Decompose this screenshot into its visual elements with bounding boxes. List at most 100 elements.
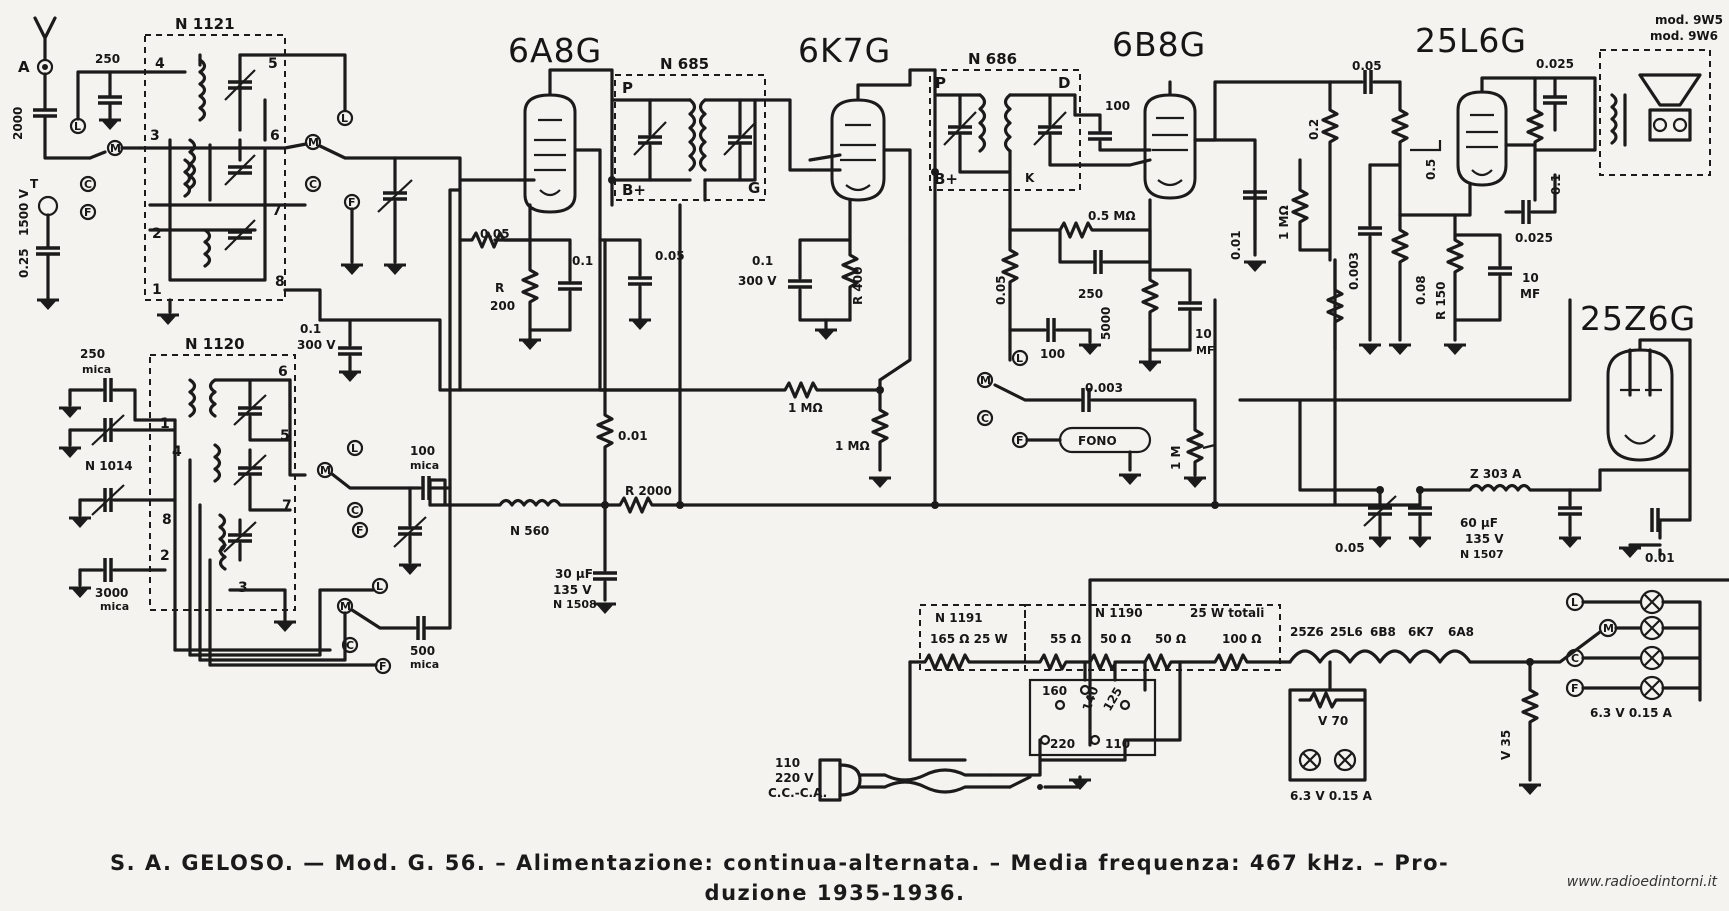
mf-label: MF [1196,344,1214,357]
c-01-300-label: 0.1 [300,322,321,336]
band-switch-left: L M C F 250 [69,52,152,221]
mica-c-label: mica [410,459,439,472]
v-135-b-label: 135 V [1465,532,1504,546]
rf-input-caps: 250 mica N 1014 3000 mica [57,347,177,613]
tube-6b8g-label: 6B8G [1112,25,1206,64]
switch-c-label: C [84,178,92,191]
mica-b-label: mica [100,600,129,613]
n685-label: N 685 [660,55,709,73]
pin-8: 8 [275,274,285,290]
n1121-label: N 1121 [175,15,235,33]
sw2-l: L [341,112,348,125]
pin-b2: 2 [160,548,170,564]
n1191-label: N 1191 [935,611,983,625]
sw2-c: C [309,178,317,191]
r-2000-label: R 2000 [625,484,672,498]
caption-line-2: duzione 1935-1936. [704,881,966,905]
heater-25l6-label: 25L6 [1330,625,1363,639]
n560-label: N 560 [510,524,549,538]
earth-input: T 0.25 1500 V [17,177,62,312]
heater-6k7-label: 6K7 [1408,625,1434,639]
sw3-m: M [980,374,991,387]
r-001-label: 0.01 [618,429,648,443]
sw4-l: L [351,442,358,455]
pin-b5: 5 [280,428,290,444]
c-30uf-label: 30 μF [555,567,593,581]
c-10mf-label: 10 [1195,327,1212,341]
band-switch-bottom: L M C F 100 mica L M C F 500 mica [173,439,452,675]
c-100-b-label: 100 [1040,347,1065,361]
r-05-label: 0.5 [1424,159,1438,180]
v-300-label: 300 V [297,338,336,352]
tube-6b8g: 6B8G 100 0.01 0.5 MΩ 250 5000 10 MF 0.05… [976,25,1269,490]
r-55-label: 55 Ω [1050,632,1081,646]
cap-2000-label: 2000 [11,107,25,140]
pin-b8: 8 [162,512,172,528]
c-100-mica-label: 100 [410,444,435,458]
speaker-model-a: mod. 9W5 [1655,13,1723,27]
c-250-det-label: 250 [1078,287,1103,301]
c-0025-label: 0.025 [1515,231,1553,245]
lamp-l-term: L [1571,596,1578,609]
lamp-m-term: M [1603,622,1614,635]
r-25w-label: 25 W totali [1190,606,1264,620]
n1014-label: N 1014 [85,459,133,473]
v-135-label: 135 V [553,583,592,597]
pin-3: 3 [150,128,160,144]
r-005-det-label: 0.05 [994,275,1008,305]
if2-b-label: B+ [934,170,958,188]
tube-6a8g-label: 6A8G [508,31,602,70]
heater-6a8-label: 6A8 [1448,625,1474,639]
lamp-f-term: F [1571,682,1579,695]
mains-plug: 110 220 V C.C.-C.A. [768,756,1093,802]
r-50a-label: 50 Ω [1100,632,1131,646]
if1-p-label: P [622,79,633,97]
pin-6: 6 [270,128,280,144]
c-250-mica-label: 250 [80,347,105,361]
sw5-c: C [346,639,354,652]
tube-25z6g-label: 25Z6G [1580,299,1696,338]
sw4-f: F [356,524,364,537]
c-10mf-b-label: 10 [1522,271,1539,285]
switch-f-label: F [84,206,92,219]
switch-m-label: M [110,142,121,155]
if-transformer-n686: N 686 P B+ D K [929,50,1081,242]
volt-1500-label: 1500 V [17,188,31,236]
if2-p-label: P [935,74,946,92]
if2-k-label: K [1025,171,1035,185]
choke-z303-label: Z 303 A [1470,467,1522,481]
sw2-m: M [308,136,319,149]
c-500-label: 500 [410,644,435,658]
r-02-label: 0.2 [1307,119,1321,140]
r-1m-c-label: 1 MΩ [1277,205,1291,240]
r-1m-b-label: 1 MΩ [835,439,870,453]
c-60mf-label: 60 μF [1460,516,1498,530]
mains-220-label: 220 V [775,771,814,785]
v70-label: V 70 [1318,714,1348,728]
r-50b-label: 50 Ω [1155,632,1186,646]
pin-7: 7 [272,203,282,219]
cap-250-a-label: 250 [95,52,120,66]
c-001-psu-label: 0.01 [1645,551,1675,565]
power-supply-filter: Z 303 A 60 μF 135 V N 1507 0.05 [1335,467,1584,561]
pin-b4: 4 [172,444,182,460]
c-0025-b-label: 0.025 [1536,57,1574,71]
r-165-label: 165 Ω 25 W [930,632,1008,646]
pin-b1: 1 [160,416,170,432]
watermark: www.radioedintorni.it [1566,874,1717,890]
pin-2: 2 [152,226,162,242]
n686-label: N 686 [968,50,1017,68]
r-05m-label: 0.5 MΩ [1088,209,1136,223]
r-200-label: 200 [490,299,515,313]
tube-6k7g-label: 6K7G [798,31,891,70]
cap-025-label: 0.25 [17,248,31,278]
if-transformer-n685: N 685 P B+ G [608,55,812,207]
lamp-c-term: C [1571,652,1579,665]
tube-25z6g: 25Z6G 0.01 [1568,299,1696,565]
mica-d-label: mica [410,658,439,671]
c-01-a-label: 0.1 [572,254,593,268]
diagram-caption: S. A. GELOSO. — Mod. G. 56. – Alimentazi… [110,848,1560,908]
sw3-c: C [981,412,989,425]
n1507-label: N 1507 [1460,548,1504,561]
